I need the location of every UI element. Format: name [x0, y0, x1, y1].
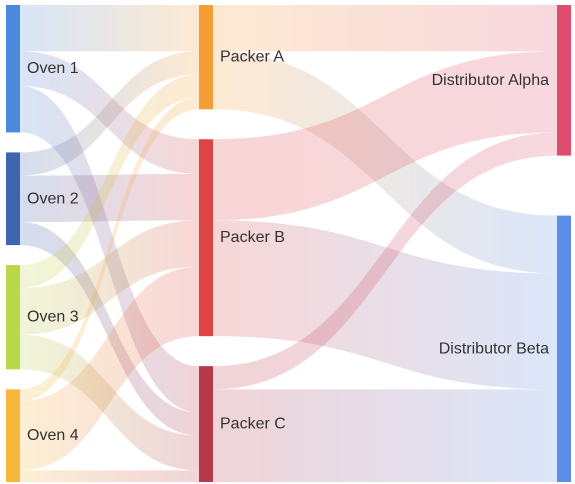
- link-packerC-distBeta: [213, 389, 557, 482]
- node-label-distBeta: Distributor Beta: [439, 340, 549, 357]
- node-label-packerB: Packer B: [220, 229, 285, 246]
- link-oven2-packerB: [20, 174, 199, 222]
- link-oven3-packerA: [20, 74, 199, 289]
- node-packerB: [199, 139, 213, 337]
- link-oven2-packerA: [20, 51, 199, 176]
- link-oven3-packerB: [20, 220, 199, 335]
- node-distAlpha: [557, 5, 571, 156]
- link-packerC-distAlpha: [213, 132, 557, 390]
- node-label-distAlpha: Distributor Alpha: [432, 72, 549, 89]
- link-packerB-distBeta: [213, 220, 557, 390]
- links-layer: [20, 5, 557, 482]
- node-label-packerA: Packer A: [220, 49, 284, 66]
- node-packerC: [199, 366, 213, 482]
- labels-layer: Oven 1 Oven 2 Oven 3 Oven 4 Packer A Packer B…: [27, 49, 549, 445]
- node-label-oven3: Oven 3: [27, 309, 79, 326]
- link-packerA-distAlpha: [213, 5, 557, 52]
- node-oven2: [6, 152, 20, 246]
- link-oven2-packerC: [20, 221, 199, 436]
- nodes-layer: [6, 5, 571, 483]
- link-oven4-packerA: [20, 97, 199, 401]
- link-oven1-packerA: [20, 5, 199, 52]
- link-oven4-packerB: [20, 266, 199, 471]
- node-label-oven2: Oven 2: [27, 190, 79, 207]
- node-label-oven1: Oven 1: [27, 60, 79, 77]
- node-oven1: [6, 5, 20, 133]
- node-oven3: [6, 265, 20, 370]
- node-oven4: [6, 389, 20, 482]
- node-distBeta: [557, 215, 571, 483]
- node-label-packerC: Packer C: [220, 416, 286, 433]
- link-packerB-distAlpha: [213, 51, 557, 221]
- node-label-oven4: Oven 4: [27, 427, 79, 444]
- link-oven4-packerC: [20, 470, 199, 482]
- node-packerA: [199, 5, 213, 110]
